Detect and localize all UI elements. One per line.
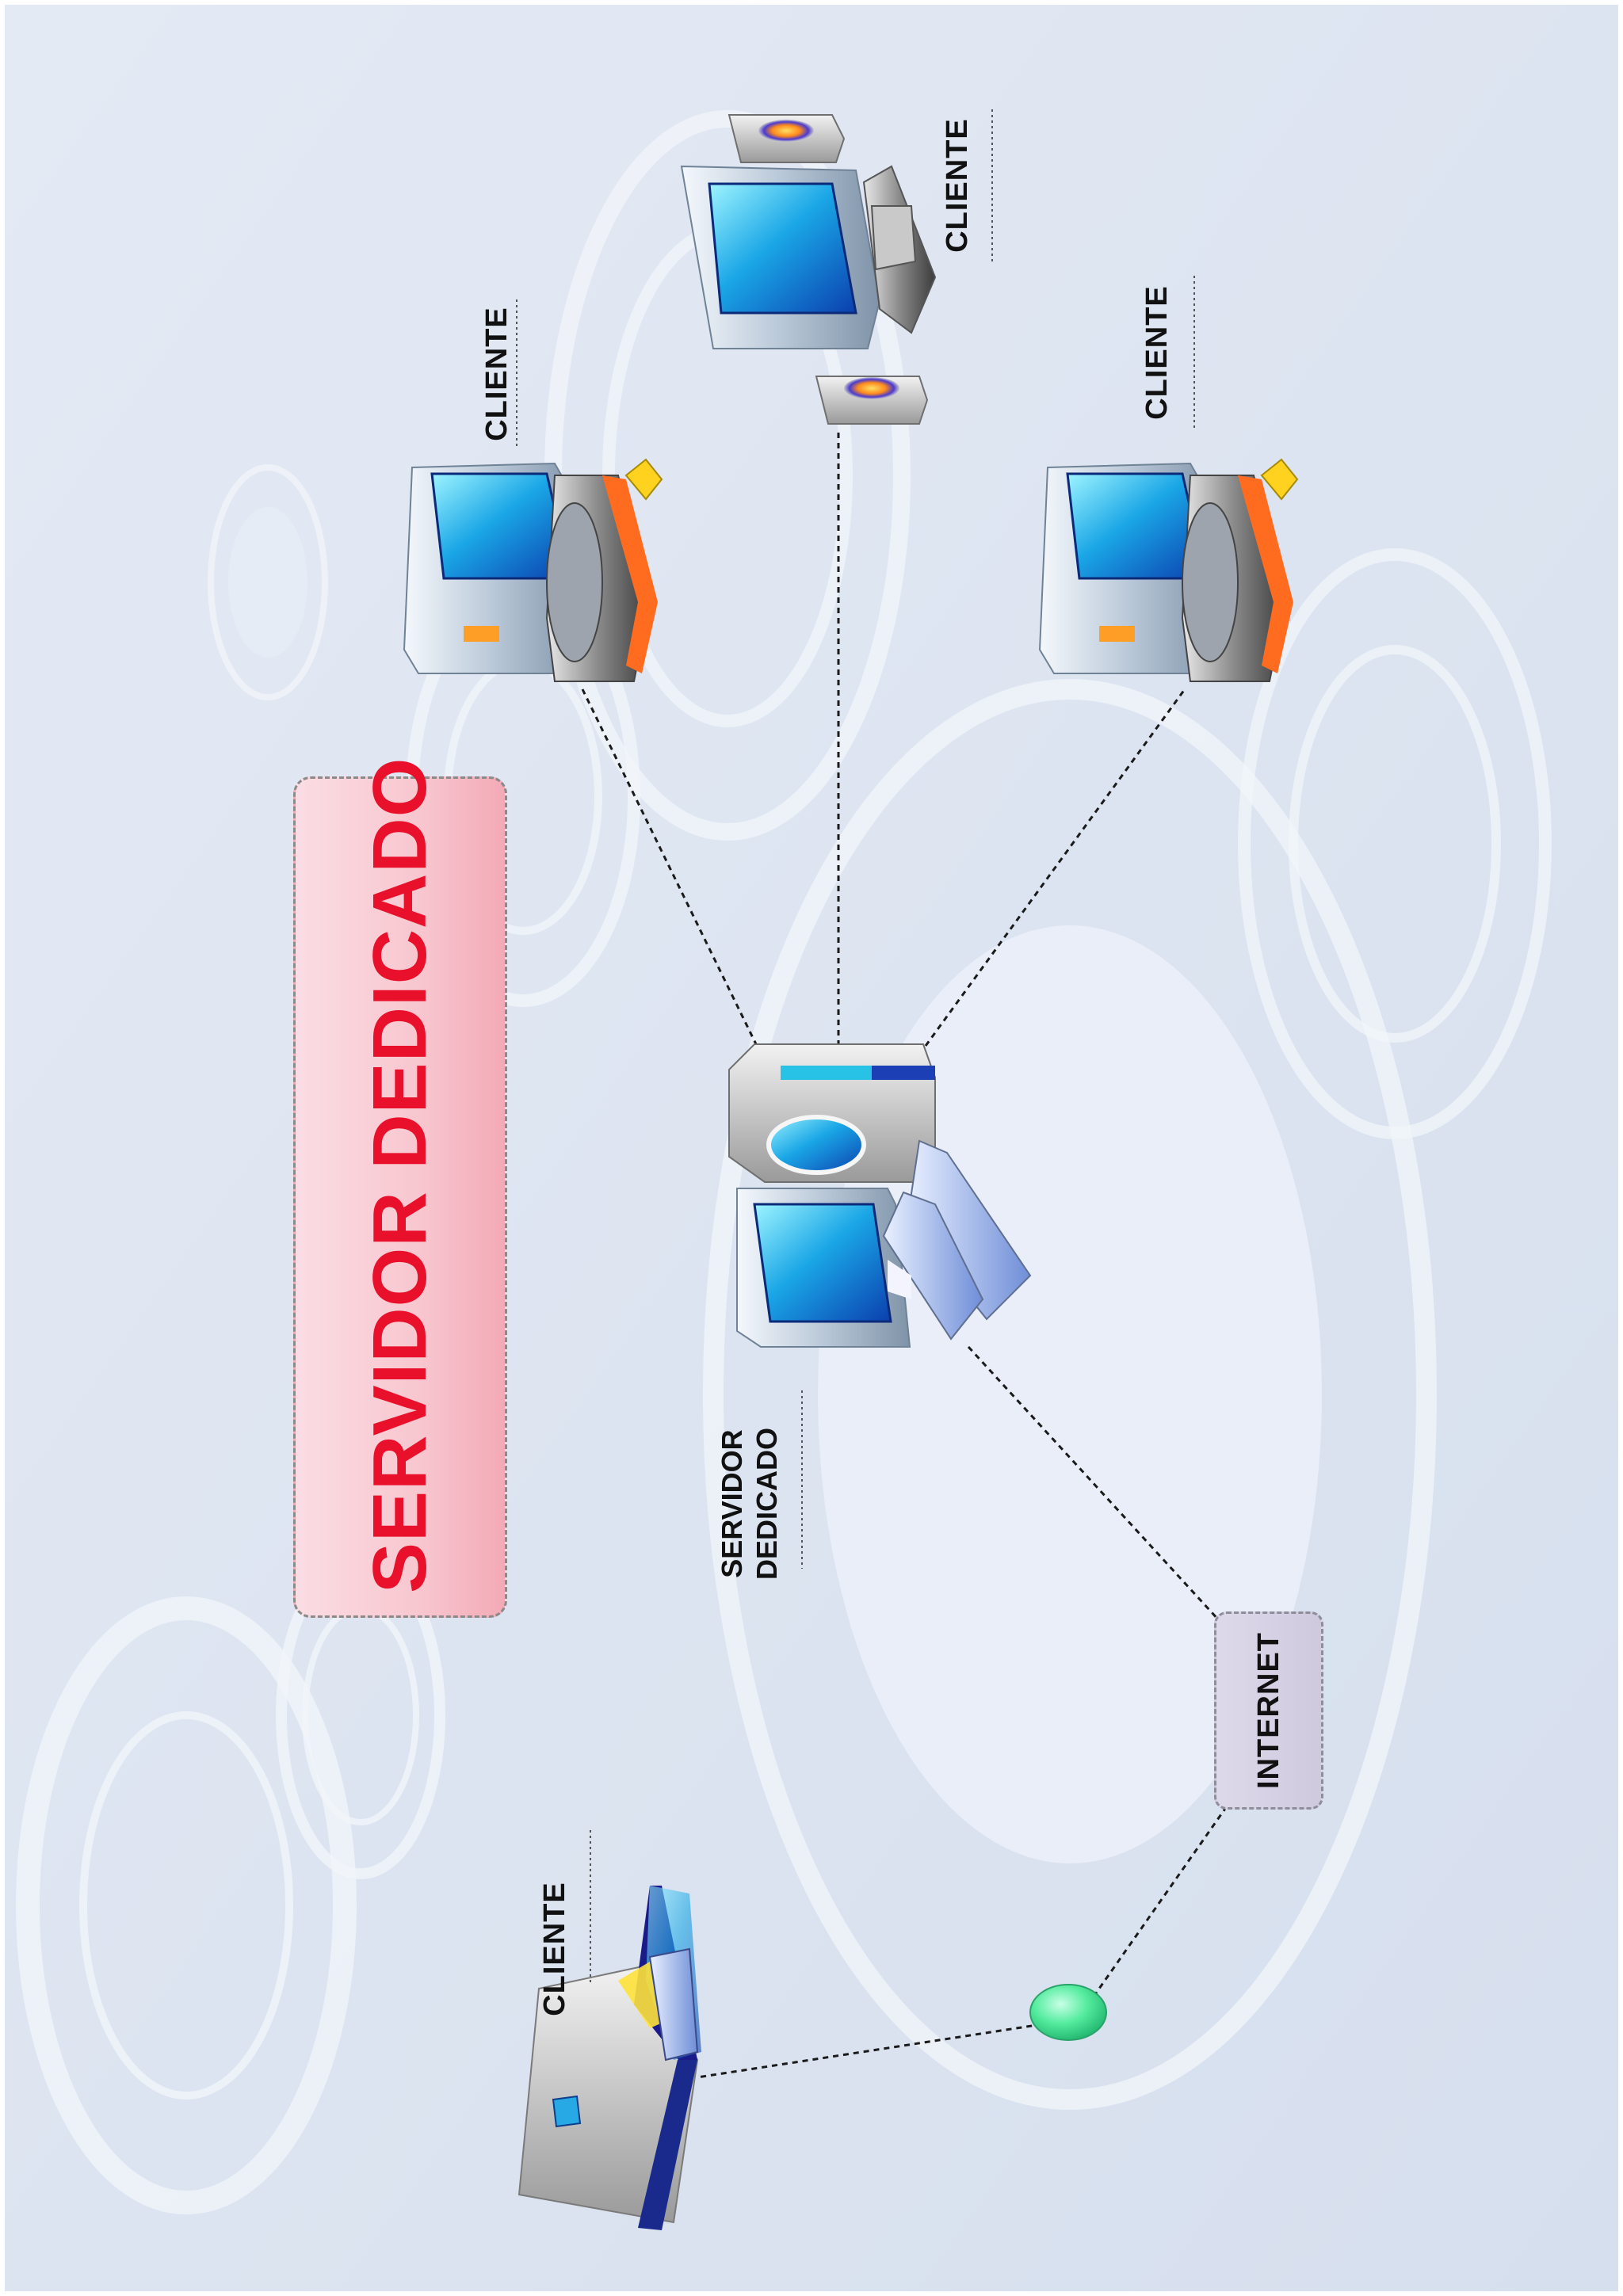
label-leaders bbox=[516, 109, 1195, 1985]
link-server-client-top-left bbox=[581, 688, 758, 1047]
client-label-top-right: CLIENTE bbox=[1140, 285, 1174, 420]
network-node-dot bbox=[1029, 1984, 1107, 2041]
internet-box bbox=[1214, 1611, 1323, 1810]
client-label-top-left: CLIENTE bbox=[480, 307, 514, 441]
server-label: SERVIDOR DEDICADO bbox=[715, 1409, 788, 1599]
link-server-client-top-right bbox=[924, 688, 1186, 1047]
link-internet-dot bbox=[1092, 1806, 1228, 1997]
title-box bbox=[293, 776, 507, 1618]
desktop-computer-icon bbox=[1038, 458, 1299, 682]
page-title: SERVIDOR DEDICADO bbox=[357, 757, 442, 1593]
server-computer-icon bbox=[728, 1043, 1032, 1348]
internet-label: INTERNET bbox=[1252, 1632, 1285, 1789]
terminal-computer-icon bbox=[680, 114, 937, 425]
connection-lines bbox=[581, 428, 1228, 2079]
client-label-laptop: CLIENTE bbox=[538, 1882, 571, 2016]
server-label-line2: DEDICADO bbox=[750, 1428, 783, 1581]
server-label-line1: SERVIDOR bbox=[716, 1429, 748, 1578]
laptop-icon bbox=[517, 1886, 701, 2230]
link-dot-laptop bbox=[697, 2023, 1043, 2079]
desktop-computer-icon bbox=[403, 458, 663, 682]
client-label-top-center: CLIENTE bbox=[941, 118, 974, 253]
